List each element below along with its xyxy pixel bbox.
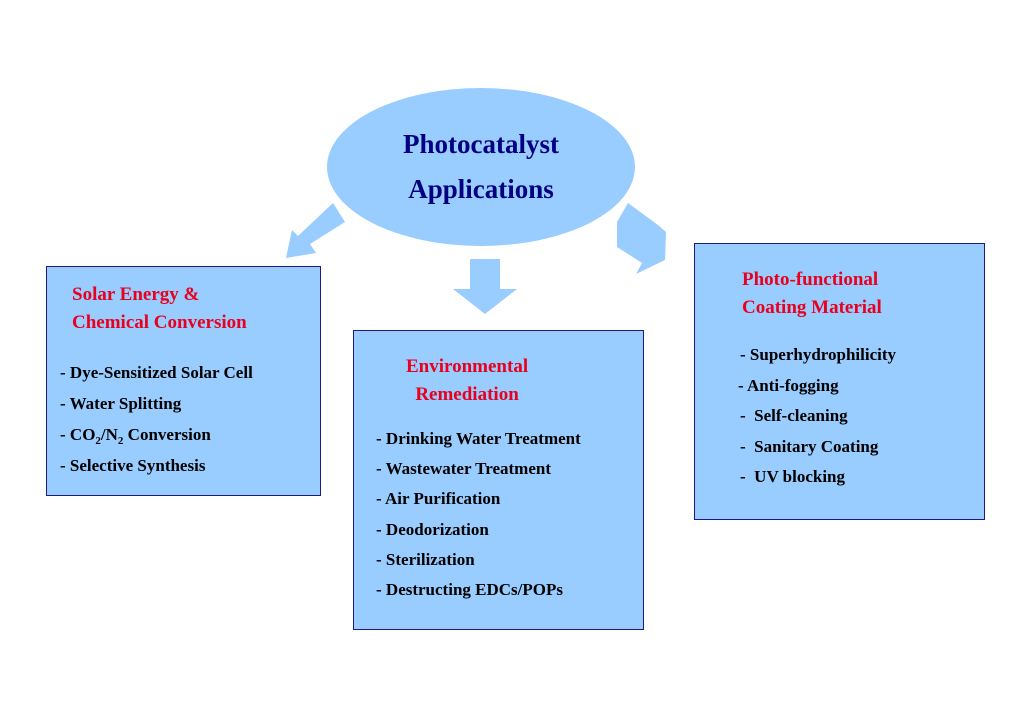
co2-mid: /N (100, 425, 118, 444)
center-title-line1: Photocatalyst (403, 129, 559, 159)
solar-title-line1: Solar Energy & (72, 284, 200, 305)
list-item: - Superhydrophilicity (740, 345, 897, 364)
list-item: - UV blocking (740, 467, 846, 486)
arrow-left (286, 203, 345, 258)
center-title-line2: Applications (408, 174, 554, 204)
environment-items-list: - Drinking Water Treatment - Wastewater … (376, 424, 581, 605)
solar-items-list: - Dye-Sensitized Solar Cell - Water Spli… (60, 357, 253, 481)
list-item: - Deodorization (376, 519, 489, 539)
coating-material-box: Photo-functional Coating Material - Supe… (694, 243, 985, 520)
coating-title-line2: Coating Material (742, 297, 882, 318)
environmental-box: Environmental Remediation - Drinking Wat… (353, 330, 644, 630)
coating-items-list: - Superhydrophilicity - Anti-fogging - S… (738, 340, 897, 493)
arrow-down (453, 259, 517, 314)
list-item: - CO2/N2 Conversion (60, 419, 253, 450)
environment-title-line2: Remediation (415, 384, 519, 405)
coating-box-title: Photo-functional Coating Material (742, 266, 882, 322)
solar-energy-box: Solar Energy & Chemical Conversion - Dye… (46, 266, 321, 496)
list-item: - Air Purification (376, 489, 501, 509)
list-item: - Wastewater Treatment (376, 459, 551, 479)
list-item: - Water Splitting (60, 394, 182, 413)
coating-title-line1: Photo-functional (742, 269, 879, 290)
list-item: - Self-cleaning (740, 406, 848, 425)
list-item: - Destructing EDCs/POPs (376, 580, 563, 600)
environment-title-line1: Environmental (406, 356, 529, 377)
solar-title-line2: Chemical Conversion (72, 312, 247, 333)
central-ellipse: Photocatalyst Applications (327, 88, 635, 246)
list-item: - Sanitary Coating (740, 436, 879, 456)
co2-prefix: - CO (60, 425, 96, 444)
co2-subscript: 2 (95, 435, 101, 447)
solar-box-title: Solar Energy & Chemical Conversion (72, 281, 247, 337)
n2-subscript: 2 (117, 435, 124, 447)
list-item: - Drinking Water Treatment (376, 429, 581, 448)
list-item: - Selective Synthesis (60, 456, 206, 475)
co2-suffix: Conversion (123, 425, 211, 444)
list-item: - Dye-Sensitized Solar Cell (60, 363, 253, 382)
environment-box-title: Environmental Remediation (406, 353, 528, 409)
arrow-right (617, 203, 666, 274)
list-item: - Sterilization (376, 549, 475, 569)
list-item: - Anti-fogging (738, 375, 839, 395)
